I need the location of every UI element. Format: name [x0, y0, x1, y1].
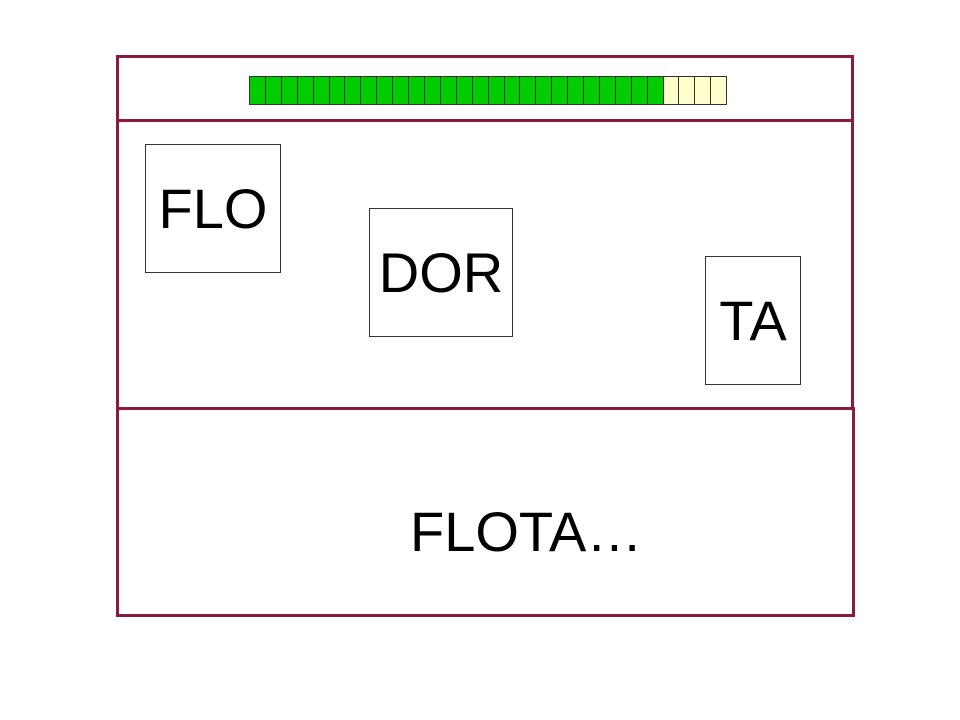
progress-segment-filled [583, 76, 600, 105]
progress-segment-filled [487, 76, 505, 105]
progress-segment-filled [455, 76, 473, 105]
progress-segment-empty [694, 76, 712, 105]
progress-segment-empty [662, 76, 680, 105]
answer-word: FLOTA… [410, 500, 643, 563]
progress-segment-filled [598, 76, 616, 105]
syllable-card-flo[interactable]: FLO [145, 144, 281, 273]
progress-segment-filled [408, 76, 425, 105]
progress-segment-empty [678, 76, 696, 105]
progress-segment-filled [360, 76, 378, 105]
progress-segment-filled [471, 76, 489, 105]
progress-segment-filled [567, 76, 585, 105]
progress-segment-filled [249, 76, 266, 105]
progress-segment-filled [439, 76, 457, 105]
progress-segment-filled [312, 76, 330, 105]
progress-segment-filled [423, 76, 441, 105]
progress-segment-filled [328, 76, 346, 105]
progress-segment-filled [503, 76, 521, 105]
progress-segment-empty [710, 76, 728, 105]
progress-segment-filled [519, 76, 537, 105]
progress-segment-filled [376, 76, 394, 105]
progress-segment-filled [296, 76, 314, 105]
progress-segment-filled [630, 76, 648, 105]
progress-bar [249, 76, 728, 105]
answer-panel [116, 407, 855, 617]
progress-segment-filled [551, 76, 569, 105]
progress-segment-filled [646, 76, 664, 105]
progress-segment-filled [280, 76, 298, 105]
progress-segment-filled [264, 76, 282, 105]
progress-segment-filled [392, 76, 410, 105]
progress-segment-filled [344, 76, 362, 105]
syllable-card-ta[interactable]: TA [705, 256, 801, 385]
syllable-card-dor[interactable]: DOR [369, 208, 513, 337]
progress-segment-filled [535, 76, 553, 105]
progress-segment-filled [614, 76, 632, 105]
